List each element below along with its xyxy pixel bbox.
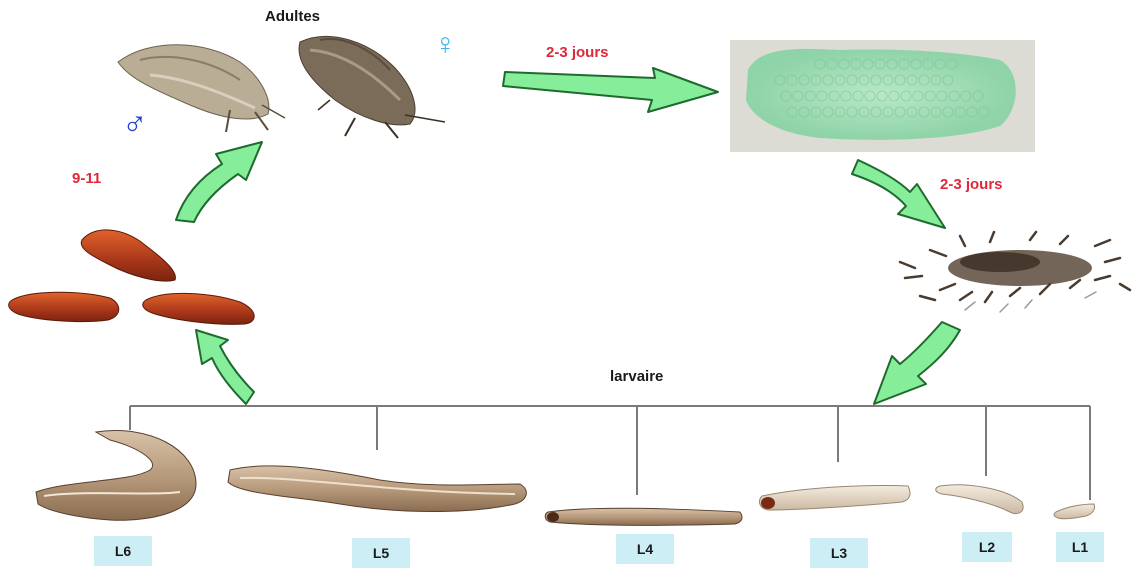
stage-tag-l5: L5 (352, 538, 410, 568)
pupae-image (9, 230, 255, 324)
hatch-duration-label: 2-3 jours (940, 176, 1003, 193)
arrow-pupae-to-adults (176, 142, 262, 222)
arrow-larvae-to-pupae (196, 330, 254, 404)
male-symbol: ♂ (122, 104, 148, 143)
larva-l2-image (936, 485, 1023, 514)
adults-title: Adultes (265, 8, 320, 25)
larva-l4-image (545, 508, 742, 525)
stage-tag-l4: L4 (616, 534, 674, 564)
arrow-eggs-to-hatchlings (852, 160, 945, 228)
hatched-larvae-image (900, 232, 1130, 312)
stage-tag-l3: L3 (810, 538, 868, 568)
stage-tag-l1: L1 (1056, 532, 1104, 562)
eggs-duration-label: 2-3 jours (546, 44, 609, 61)
arrow-adults-to-eggs (503, 68, 718, 112)
arrow-hatchlings-to-larvae (874, 322, 960, 404)
larva-l6-image (36, 431, 196, 521)
larval-label: larvaire (610, 368, 663, 385)
larva-l1-image (1054, 504, 1095, 519)
pupa-duration-label: 9-11 (72, 170, 101, 187)
female-moth-image (299, 36, 445, 138)
female-symbol: ♀ (434, 28, 457, 62)
larva-l5-image (228, 466, 526, 512)
stage-tag-l2: L2 (962, 532, 1012, 562)
egg-mass-image (730, 40, 1035, 152)
larva-l3-image (760, 485, 910, 510)
stage-tag-l6: L6 (94, 536, 152, 566)
